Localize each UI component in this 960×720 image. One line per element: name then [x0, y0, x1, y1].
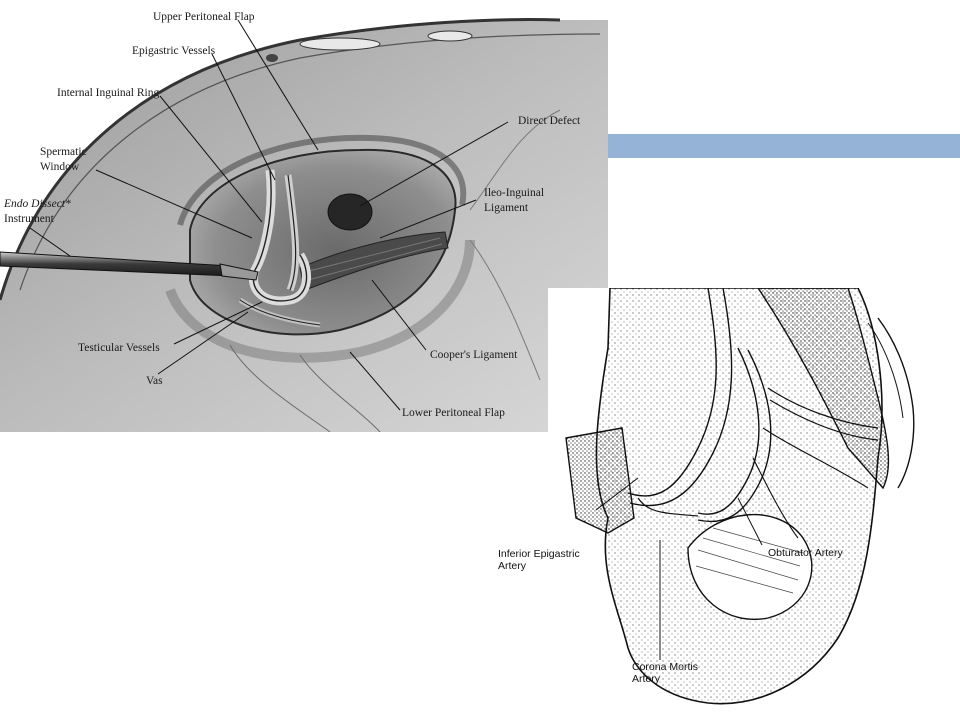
- label-internal-inguinal-ring: Internal Inguinal Ring: [57, 87, 159, 99]
- label-spermatic-window-line1: Spermatic: [40, 146, 87, 158]
- pelvic-vessels-drawing: Inferior Epigastric Artery Obturator Art…: [565, 288, 915, 705]
- label-vas: Vas: [146, 375, 163, 387]
- obturator-foramen: [687, 513, 813, 620]
- accent-bar: [608, 134, 960, 158]
- label-corona-mortis-line2: Artery: [632, 673, 661, 685]
- label-ileo-inguinal-line2: Ligament: [484, 202, 529, 214]
- sacrum: [757, 288, 890, 490]
- label-upper-peritoneal-flap: Upper Peritoneal Flap: [153, 11, 255, 23]
- label-spermatic-window-line2: Window: [40, 161, 80, 173]
- inguinal-anatomy-drawing: Upper Peritoneal Flap Epigastric Vessels…: [0, 11, 608, 432]
- direct-defect: [327, 193, 373, 231]
- inferior-epigastric-label-block: Inferior Epigastric Artery: [498, 548, 580, 572]
- pelvic-vessels-illustration: Inferior Epigastric Artery Obturator Art…: [548, 288, 920, 720]
- inguinal-anatomy-illustration: Upper Peritoneal Flap Epigastric Vessels…: [0, 0, 608, 432]
- pubic-body: [565, 427, 635, 534]
- label-coopers-ligament: Cooper's Ligament: [430, 349, 518, 361]
- label-obturator-artery: Obturator Artery: [768, 547, 843, 559]
- label-corona-mortis-line1: Corona Mortis: [632, 661, 698, 673]
- label-ileo-inguinal-line1: Ileo-Inguinal: [484, 187, 544, 199]
- label-inferior-epigastric-artery-text: Inferior Epigastric: [498, 548, 580, 560]
- label-inferior-epigastric-artery-text-2: Artery: [498, 560, 527, 572]
- label-testicular-vessels: Testicular Vessels: [78, 342, 160, 354]
- label-endo-dissect-line1: Endo Dissect*: [3, 198, 71, 210]
- iliac-vessels: [627, 288, 879, 539]
- label-endo-dissect-line2: Instrument: [4, 213, 55, 225]
- coopers-ligament: [299, 231, 449, 291]
- label-lower-peritoneal-flap: Lower Peritoneal Flap: [402, 407, 505, 419]
- label-epigastric-vessels: Epigastric Vessels: [132, 45, 216, 57]
- label-direct-defect: Direct Defect: [518, 115, 581, 127]
- skin-edge: [0, 18, 561, 301]
